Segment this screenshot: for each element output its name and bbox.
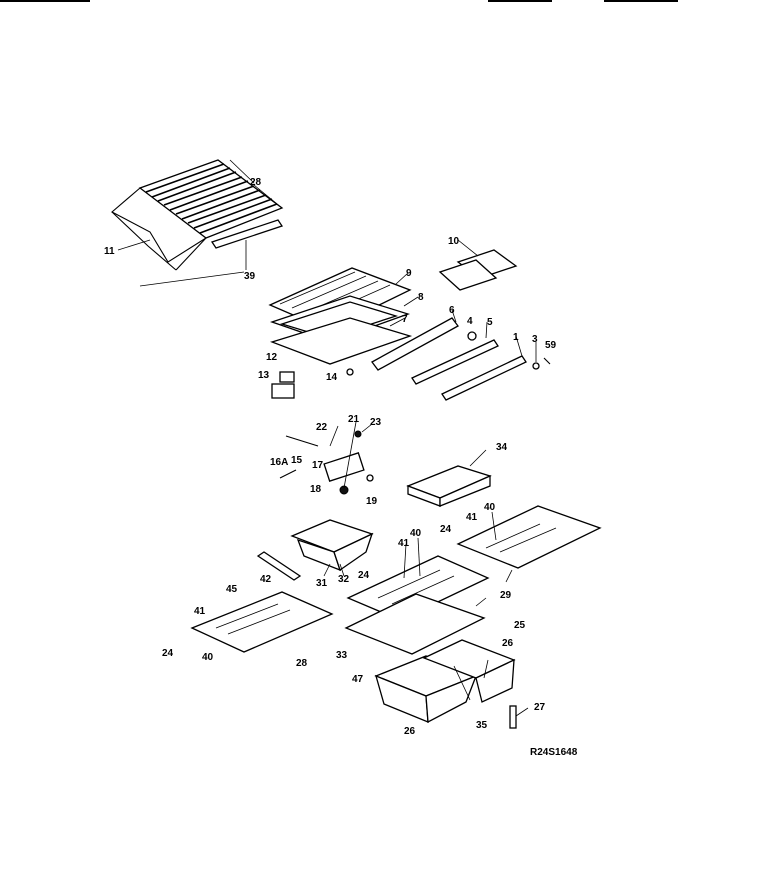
label-24-left: 24 [162, 648, 174, 659]
label-26-right: 26 [502, 638, 514, 649]
label-28: 28 [250, 177, 262, 188]
label-4: 4 [467, 316, 473, 327]
label-24-center: 24 [358, 570, 370, 581]
small-parts [271, 331, 551, 399]
diagram-code: R24S1648 [530, 747, 578, 758]
label-5: 5 [487, 317, 493, 328]
label-9: 9 [406, 268, 412, 279]
label-11: 11 [104, 246, 115, 257]
rail-part-42 [256, 551, 302, 581]
label-29: 29 [500, 590, 512, 601]
control-assembly [279, 430, 374, 495]
label-25: 25 [514, 620, 526, 631]
label-16a: 16A [270, 457, 288, 468]
top-rule-right [604, 0, 678, 2]
label-59: 59 [545, 340, 557, 351]
label-39: 39 [244, 271, 256, 282]
label-40-right: 40 [484, 502, 496, 513]
label-27: 27 [534, 702, 546, 713]
ice-trays-part-10 [438, 249, 518, 291]
label-15: 15 [291, 455, 303, 466]
top-rule-mid [488, 0, 552, 2]
leader-lines [117, 159, 537, 717]
label-32: 32 [338, 574, 350, 585]
label-35: 35 [476, 720, 488, 731]
label-10: 10 [448, 236, 460, 247]
label-28-left: 28 [296, 658, 308, 669]
label-6: 6 [449, 305, 455, 316]
label-14: 14 [326, 372, 338, 383]
label-3: 3 [532, 334, 538, 345]
label-47: 47 [352, 674, 364, 685]
label-33: 33 [336, 650, 348, 661]
glass-shelf-right [456, 505, 602, 569]
label-22: 22 [316, 422, 328, 433]
label-40-left: 40 [202, 652, 214, 663]
label-19: 19 [366, 496, 378, 507]
crisper-drawers [374, 639, 516, 724]
label-26-left: 26 [404, 726, 416, 737]
label-12: 12 [266, 352, 278, 363]
label-45: 45 [226, 584, 238, 595]
wire-shelf-part-11 [111, 159, 284, 271]
pan-part-34 [406, 465, 492, 507]
label-42: 42 [260, 574, 272, 585]
part-27 [509, 705, 517, 729]
rails [371, 317, 527, 401]
label-7: 7 [402, 314, 408, 325]
part-labels: 11 28 39 10 9 8 7 6 4 5 1 3 59 12 13 14 … [104, 177, 557, 737]
label-41-right: 41 [466, 512, 478, 523]
label-41-left: 41 [194, 606, 206, 617]
shelf-frame-assembly [268, 267, 413, 365]
label-23: 23 [370, 417, 382, 428]
label-41-center: 41 [398, 538, 410, 549]
top-rule-left [0, 0, 90, 2]
label-21: 21 [348, 414, 360, 425]
label-40-center: 40 [410, 528, 422, 539]
label-24-right: 24 [440, 524, 452, 535]
label-18: 18 [310, 484, 322, 495]
glass-shelf-left [190, 591, 334, 653]
label-31: 31 [316, 578, 328, 589]
pan-part-31 [290, 519, 374, 572]
label-13: 13 [258, 370, 270, 381]
crisper-cover [344, 593, 486, 655]
label-34: 34 [496, 442, 508, 453]
label-1: 1 [513, 332, 519, 343]
label-8: 8 [418, 292, 424, 303]
label-17: 17 [312, 460, 324, 471]
